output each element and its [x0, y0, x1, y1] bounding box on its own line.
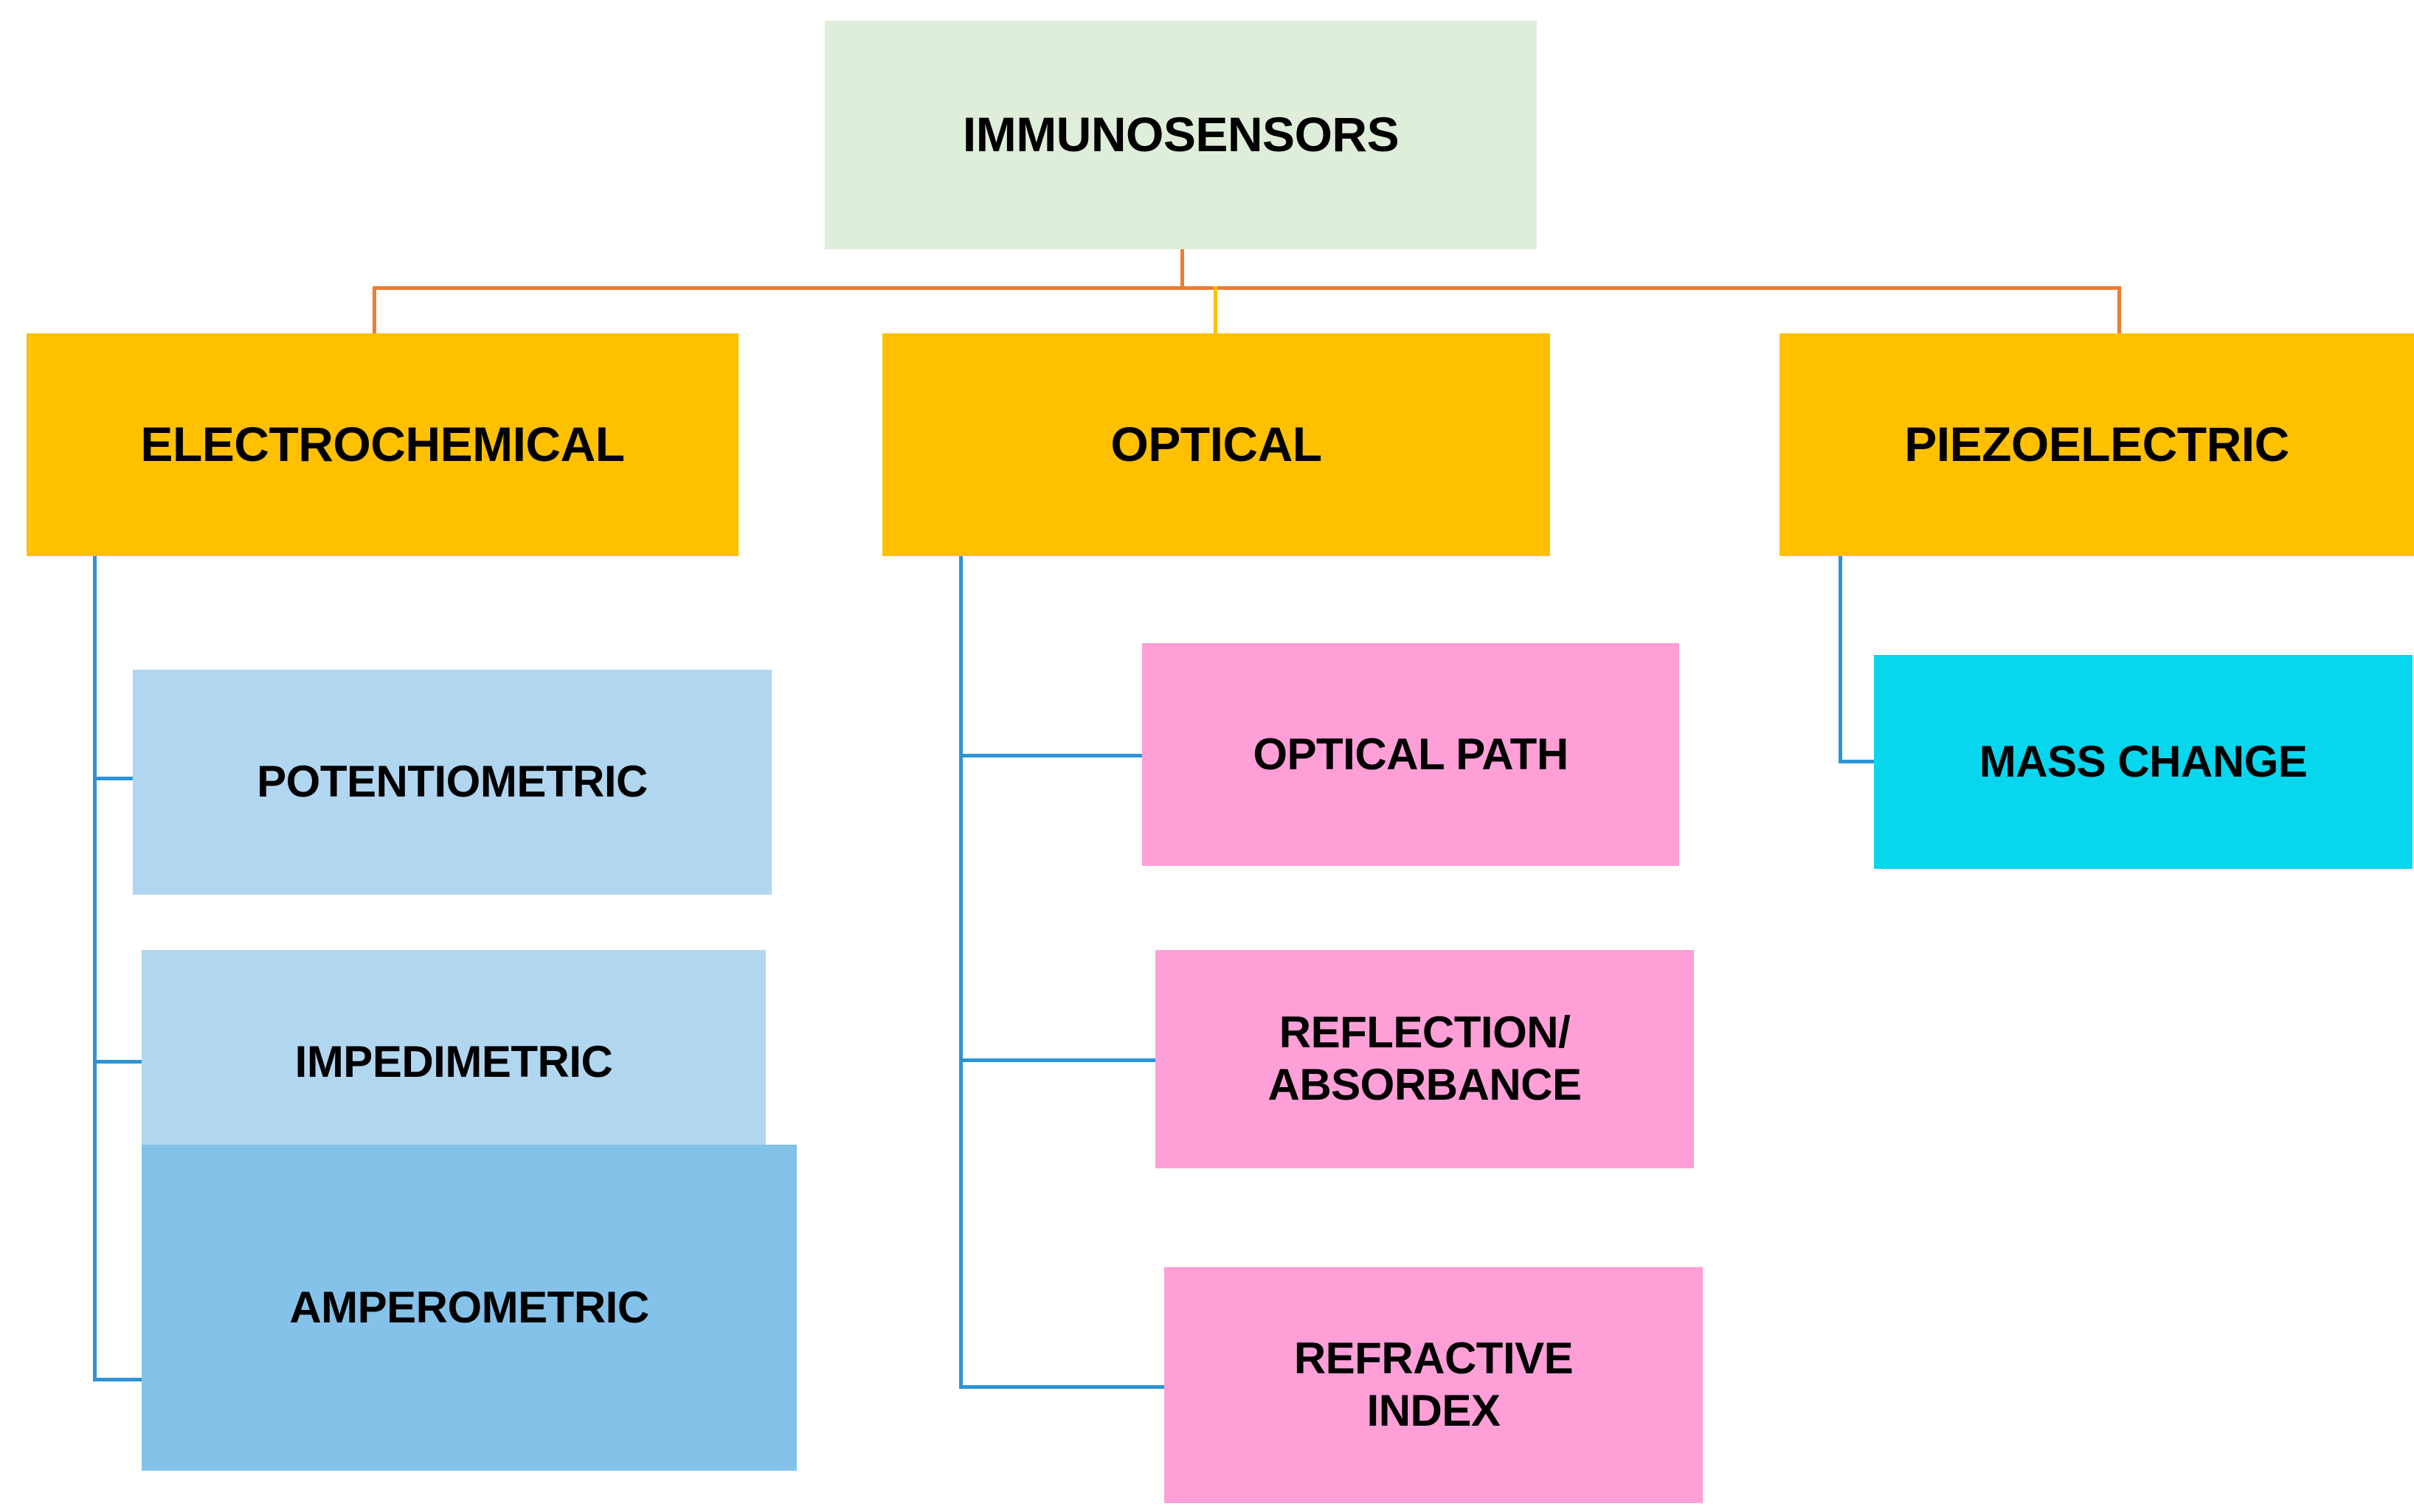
connector-to-electrochemical — [373, 286, 376, 336]
connector-root-stem — [1180, 249, 1184, 290]
node-reflection-absorbance[interactable]: REFLECTION/ ABSORBANCE — [1155, 950, 1694, 1168]
connector-stub-impedimetric — [93, 1060, 143, 1064]
node-reflection-absorbance-label: REFLECTION/ ABSORBANCE — [1267, 1008, 1582, 1109]
connector-stub-refractive-index — [959, 1385, 1167, 1389]
node-amperometric-label: AMPEROMETRIC — [289, 1282, 649, 1332]
connector-optical-spine — [959, 556, 963, 1388]
connector-to-piezoelectric — [2117, 286, 2121, 336]
node-amperometric[interactable]: AMPEROMETRIC — [142, 1145, 797, 1471]
connector-stub-amperometric — [93, 1378, 143, 1381]
node-electrochemical[interactable]: ELECTROCHEMICAL — [27, 333, 739, 556]
connector-stub-reflection-absorbance — [959, 1058, 1158, 1062]
node-potentiometric-label: POTENTIOMETRIC — [257, 757, 648, 807]
connector-electrochemical-spine — [93, 556, 97, 1381]
node-optical[interactable]: OPTICAL — [882, 333, 1550, 556]
connector-to-optical — [1214, 286, 1217, 336]
node-optical-path-label: OPTICAL PATH — [1253, 729, 1569, 779]
node-refractive-index[interactable]: REFRACTIVE INDEX — [1164, 1267, 1703, 1503]
connector-stub-optical-path — [959, 754, 1145, 757]
connector-level1-bus — [373, 286, 2121, 290]
node-refractive-index-label: REFRACTIVE INDEX — [1293, 1334, 1574, 1435]
node-immunosensors-label: IMMUNOSENSORS — [962, 107, 1400, 162]
connector-piezoelectric-spine — [1839, 556, 1842, 763]
connector-stub-mass-change — [1839, 760, 1880, 763]
node-optical-label: OPTICAL — [1110, 417, 1322, 472]
node-piezoelectric-label: PIEZOELECTRIC — [1904, 417, 2289, 472]
node-piezoelectric[interactable]: PIEZOELECTRIC — [1780, 333, 2414, 556]
node-optical-path[interactable]: OPTICAL PATH — [1142, 643, 1679, 866]
node-mass-change[interactable]: MASS CHANGE — [1874, 655, 2413, 869]
node-impedimetric[interactable]: IMPEDIMETRIC — [142, 950, 766, 1174]
node-mass-change-label: MASS CHANGE — [1979, 736, 2308, 786]
node-immunosensors[interactable]: IMMUNOSENSORS — [825, 21, 1537, 249]
node-electrochemical-label: ELECTROCHEMICAL — [140, 417, 625, 472]
node-potentiometric[interactable]: POTENTIOMETRIC — [133, 670, 772, 895]
node-impedimetric-label: IMPEDIMETRIC — [294, 1036, 613, 1086]
connector-stub-potentiometric — [93, 777, 134, 780]
